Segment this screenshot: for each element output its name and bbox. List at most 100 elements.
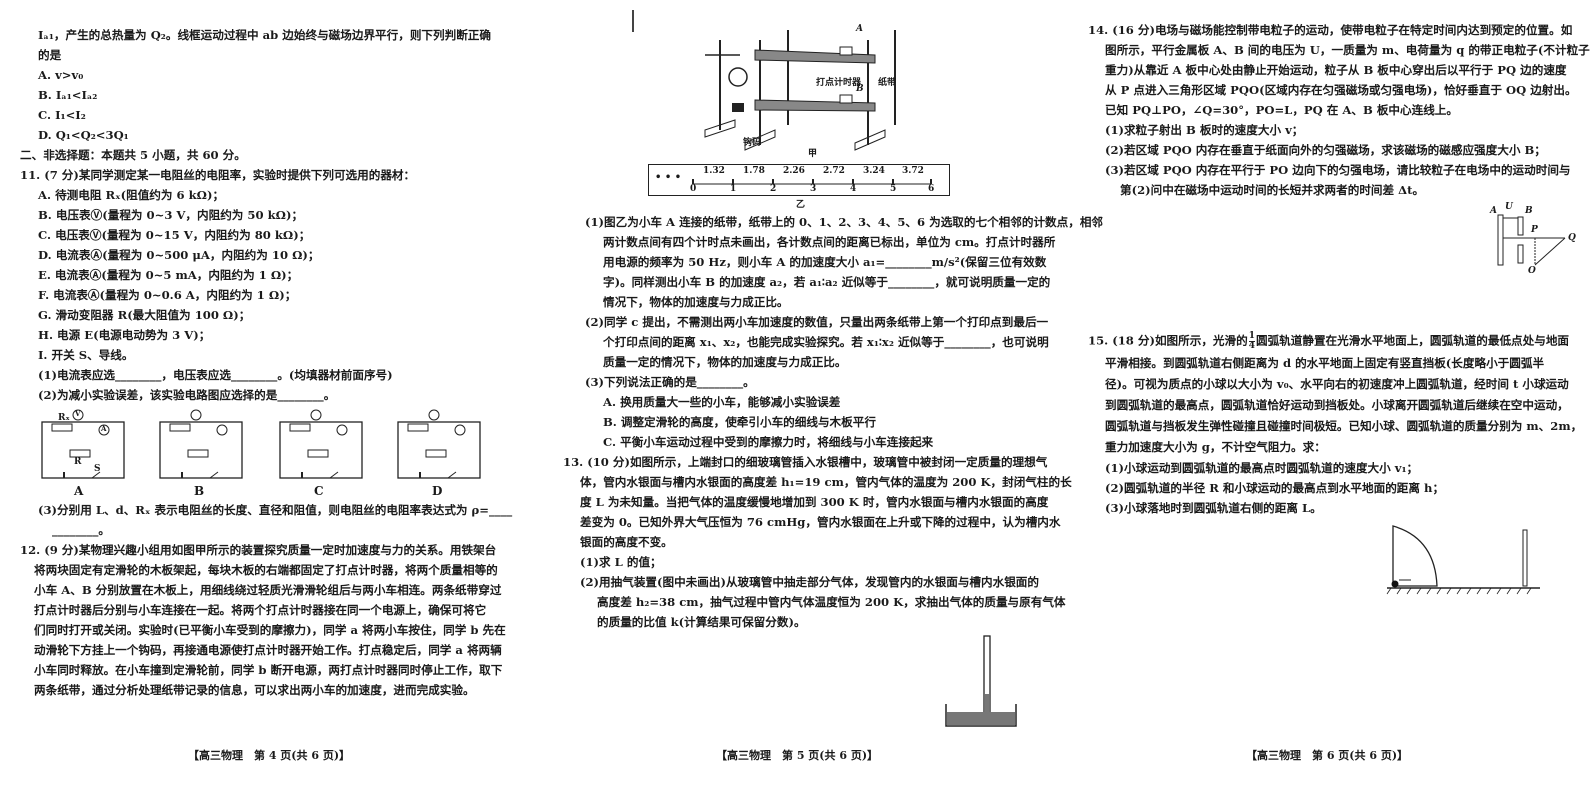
q14-stem: 重力)从靠近 A 板中心处由静止开始运动，粒子从 B 板中心穿出后以平行于 PQ… <box>1105 63 1567 77</box>
q11-item: B. 电压表Ⓥ(量程为 0~3 V，内阻约为 50 kΩ)； <box>38 208 304 222</box>
tape-count-point <box>732 179 734 184</box>
figure-caption-jia: 甲 <box>808 149 818 159</box>
q12-option-a: A. 换用质量大一些的小车，能够减小实验误差 <box>603 395 841 409</box>
tape-distance-label: 2.72 <box>823 166 845 176</box>
circuit-s-label: S <box>94 464 101 474</box>
tape-distance-label: 3.24 <box>863 166 885 176</box>
scan-mark <box>632 10 634 32</box>
q15-part-1: (1)小球运动到圆弧轨道的最高点时圆弧轨道的速度大小 v₁； <box>1105 461 1419 475</box>
q12-part-2: (2)同学 c 提出，不需测出两小车加速度的数值，只量出两条纸带上第一个打印点到… <box>585 315 1049 329</box>
q14-stem: 14. (16 分)电场与磁场能控制带电粒子的运动，使带电粒子在特定时间内达到预… <box>1088 23 1573 37</box>
q11-item: H. 电源 E(电源电动势为 3 V)； <box>38 328 211 342</box>
point-p-label: P <box>1531 225 1538 235</box>
q12-stem: 小车同时释放。在小车撞到定滑轮前，同学 b 断开电源，两打点计时器同时停止工作，… <box>34 663 503 677</box>
q13-stem: 差变为 0。已知外界大气压恒为 76 cmHg，管内水银面在上升或下降的过程中，… <box>580 515 1061 529</box>
q12-stem: 动滑轮下方挂上一个钩码，再接通电源使打点计时器开始工作。打点稳定后，同学 a 将… <box>34 643 502 657</box>
q12-part-1: 字)。同样测出小车 B 的加速度 a₂，若 a₁∶a₂ 近似等于________… <box>603 275 1051 289</box>
q12-stem: 小车 A、B 分别放置在木板上，用细线绕过轻质光滑滑轮组后与两小车相连。两条纸带… <box>34 583 502 597</box>
q15-part-3: (3)小球落地时到圆弧轨道右侧的距离 L。 <box>1105 501 1322 515</box>
q12-part-2: 质量一定的情况下，物体的加速度与力成正比。 <box>603 355 847 369</box>
q15-stem: 到圆弧轨道的最高点，圆弧轨道恰好运动到挡板处。小球离开圆弧轨道后继续在空中运动， <box>1105 398 1569 412</box>
tape-distance-label: 1.78 <box>743 166 765 176</box>
q12-part-1: 情况下，物体的加速度与力成正比。 <box>603 295 789 309</box>
q11-stem: 11. (7 分)某同学测定某一电阻丝的电阻率，实验时提供下列可选用的器材： <box>20 168 416 182</box>
tape-distance-label: 1.32 <box>703 166 725 176</box>
q11-part-3-blank: ________。 <box>52 523 110 537</box>
q13-part-2: (2)用抽气装置(图中未画出)从玻璃管中抽走部分气体，发现管内的水银面与槽内水银… <box>580 575 1039 589</box>
q13-stem: 体，管内水银面与槽内水银面的高度差 h₁=19 cm，管内气体的温度为 200 … <box>580 475 1072 489</box>
fraction-denominator: 4 <box>1248 341 1255 351</box>
tape-distance-label: 2.26 <box>783 166 805 176</box>
q12-stem: 两条纸带，通过分析处理纸带记录的信息，可以求出两小车的加速度，进而完成实验。 <box>34 683 475 697</box>
tape-point-label: 4 <box>850 184 857 194</box>
tape-line <box>693 183 931 185</box>
tape-label: 纸带 <box>878 78 897 88</box>
circuit-r-label: R <box>74 457 82 467</box>
circuit-label-c: C <box>314 484 324 498</box>
q14-stem: 从 P 点进入三角形区域 PQO(区域内存在匀强磁场或匀强电场)，恰好垂直于 O… <box>1105 83 1577 97</box>
q11-item: F. 电流表Ⓐ(量程为 0~0.6 A，内阻约为 1 Ω)； <box>38 288 297 302</box>
q14-part-3: 第(2)问中在磁场中运动时间的长短并求两者的时间差 Δt。 <box>1120 183 1425 197</box>
weight-label: 钩码 <box>743 138 762 148</box>
tape-point-label: 6 <box>928 184 935 194</box>
q14-part-1: (1)求粒子射出 B 板时的速度大小 v； <box>1105 123 1304 137</box>
q12-part-2: 个打印点间的距离 x₁、x₂，也能完成实验探究。若 x₁∶x₂ 近似等于____… <box>603 335 1049 349</box>
q10-option-d: D. Q₁<Q₂<3Q₁ <box>38 128 129 142</box>
q12-part-1: 用电源的频率为 50 Hz，则小车 A 的加速度大小 a₁=________m/… <box>603 255 1047 269</box>
q14-stem: 已知 PQ⊥PO，∠Q=30°，PO=L，PQ 在 A、B 板中心连线上。 <box>1105 103 1458 117</box>
mercury-tube-figure <box>945 635 1017 727</box>
q12-stem: 将两块固定有定滑轮的木板架起，每块木板的右端都固定了打点计时器，将两个质量相等的 <box>34 563 498 577</box>
q13-stem: 银面的高度不变。 <box>580 535 673 549</box>
q11-item: G. 滑动变阻器 R(最大阻值为 100 Ω)； <box>38 308 251 322</box>
plate-b-label: B <box>1525 206 1533 216</box>
q11-item: A. 待测电阻 Rₓ(阻值约为 6 kΩ)； <box>38 188 225 202</box>
q15-head-rest: 圆弧轨道静置在光滑水平地面上，圆弧轨道的最低点处与地面 <box>1255 333 1570 348</box>
q10-option-b: B. Iₐ₁<Iₐ₂ <box>38 88 98 102</box>
point-o-label: O <box>1528 266 1536 276</box>
circuit-label-d: D <box>432 484 443 498</box>
page-footer: 【高三物理 第 6 页(共 6 页)】 <box>1246 749 1409 762</box>
q15-stem: 径)。可视为质点的小球以大小为 v₀、水平向右的初速度冲上圆弧轨道，经时间 t … <box>1105 377 1569 391</box>
tape-point-label: 2 <box>770 184 777 194</box>
q12-stem: 12. (9 分)某物理兴趣小组用如图甲所示的装置探究质量一定时加速度与力的关系… <box>20 543 497 557</box>
voltmeter-symbol: V <box>75 409 81 418</box>
tape-count-point <box>930 179 932 184</box>
q12-option-b: B. 调整定滑轮的高度，使牵引小车的细线与木板平行 <box>603 415 876 429</box>
paper-tape-figure <box>648 164 950 196</box>
circuit-a <box>41 409 125 479</box>
tape-point-label: 3 <box>810 184 817 194</box>
page-footer: 【高三物理 第 4 页(共 6 页)】 <box>188 749 351 762</box>
voltage-u-label: U <box>1505 202 1513 212</box>
plates-triangle-figure <box>1497 214 1566 266</box>
point-q-label: Q <box>1568 233 1576 243</box>
tape-dots: • • • <box>655 172 682 183</box>
q12-part-1: 两计数点间有四个计时点未画出，各计数点间的距离已标出，单位为 cm。打点计时器所 <box>603 235 1056 249</box>
circuit-rx-label: Rₓ <box>58 413 70 423</box>
q10-option-a: A. v>v₀ <box>38 68 84 82</box>
q14-stem: 图所示，平行金属板 A、B 间的电压为 U，一质量为 m、电荷量为 q 的带正电… <box>1105 43 1590 57</box>
tape-count-point <box>772 179 774 184</box>
q13-stem: 度 L 为未知量。当把气体的温度缓慢地增加到 300 K 时，管内水银面与槽内水… <box>580 495 1049 509</box>
q14-part-3: (3)若区域 PQO 内存在平行于 PO 边向下的匀强电场，请比较粒子在电场中的… <box>1105 163 1571 177</box>
figure-caption-yi: 乙 <box>796 200 806 210</box>
car-a-label: A <box>856 24 863 34</box>
q11-part-1: (1)电流表应选________，电压表应选________。(均填器材前面序号… <box>38 368 393 382</box>
q10-text: 的是 <box>38 48 62 62</box>
circuit-diagrams <box>41 409 481 479</box>
tape-count-point <box>852 179 854 184</box>
q15-stem: 平滑相接。到圆弧轨道右侧距离为 d 的水平地面上固定有竖直挡板(长度略小于圆弧半 <box>1105 356 1545 370</box>
tape-point-label: 1 <box>730 184 737 194</box>
q15-stem: 圆弧轨道与挡板发生弹性碰撞且碰撞时间极短。已知小球、圆弧轨道的质量分别为 m、2… <box>1105 419 1583 433</box>
q11-item: I. 开关 S、导线。 <box>38 348 134 362</box>
section-heading: 二、非选择题：本题共 5 小题，共 60 分。 <box>20 148 246 162</box>
q15-part-2: (2)圆弧轨道的半径 R 和小球运动的最高点到水平地面的距离 h； <box>1105 481 1445 495</box>
circuit-d <box>397 409 481 479</box>
q11-item: E. 电流表Ⓐ(量程为 0~5 mA，内阻约为 1 Ω)； <box>38 268 299 282</box>
q14-part-2: (2)若区域 PQO 内存在垂直于纸面向外的匀强磁场，求该磁场的磁感应强度大小 … <box>1105 143 1546 157</box>
tape-point-label: 0 <box>690 184 697 194</box>
q13-part-1: (1)求 L 的值； <box>580 555 662 569</box>
tape-count-point <box>892 179 894 184</box>
q12-stem: 打点计时器后分别与小车连接在一起。将两个打点计时器接在同一个电源上，确保可将它 <box>34 603 487 617</box>
